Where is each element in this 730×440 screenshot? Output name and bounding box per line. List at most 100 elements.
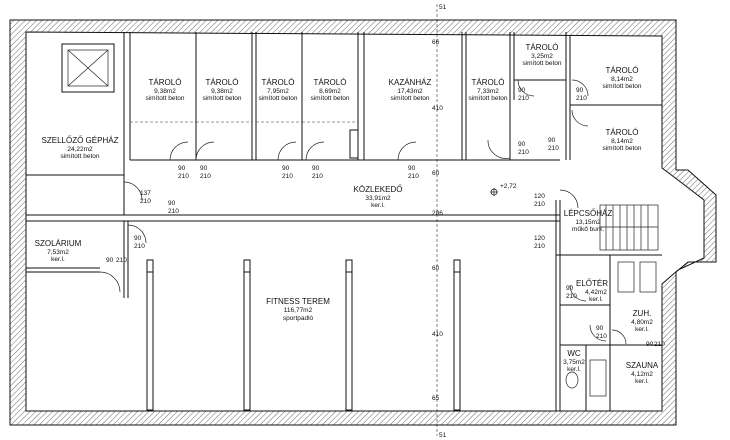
room-floor-kazanhaz: simított beton: [390, 95, 429, 102]
room-name-kazanhaz: KAZÁNHÁZ: [389, 78, 432, 87]
room-area-tarolo7: 8,14m2: [611, 76, 633, 83]
dimensions: 90 210 90 210 90 210 90 210 90 210 90 21…: [106, 39, 665, 402]
room-floor-szolarium: ker.l.: [51, 256, 65, 263]
dim-door-14-h: 210: [116, 257, 127, 264]
room-area-tarolo6: 3,25m2: [531, 53, 553, 60]
dim-door-15-h: 210: [134, 243, 145, 250]
dim-door-16-h: 210: [566, 293, 577, 300]
level-marker: +2,72: [490, 183, 517, 196]
dim-door-13-h: 210: [534, 243, 545, 250]
dim-door-4-h: 210: [312, 173, 323, 180]
room-name-wc: WC: [567, 349, 581, 358]
room-floor-tarolo7: simított beton: [602, 83, 641, 90]
room-floor-tarolo6: simított beton: [522, 60, 561, 67]
room-floor-wc: ker.l.: [567, 366, 581, 373]
room-name-kozlekedo: KÖZLEKEDŐ: [354, 185, 403, 194]
dim-door-6-w: 90: [518, 141, 526, 148]
dim-door-11-w: 90: [168, 200, 176, 207]
room-floor-szellozo: simított beton: [60, 153, 99, 160]
dim-vertical-66: 66: [432, 39, 440, 46]
section-top-label: 51: [439, 4, 447, 11]
room-area-tarolo8: 8,14m2: [611, 138, 633, 145]
room-name-fitness: FITNESS TEREM: [266, 297, 330, 306]
partitions: [26, 32, 662, 411]
room-area-wc: 3,75m2: [563, 359, 585, 366]
dim-door-9-w: 90: [548, 137, 556, 144]
room-labels: SZELLŐZŐ GÉPHÁZ 24,22m2 simított beton T…: [35, 43, 659, 385]
dim-door-10-h: 210: [140, 198, 151, 205]
dim-door-5-w: 90: [408, 165, 416, 172]
room-floor-tarolo1: simított beton: [145, 95, 184, 102]
dim-door-17-h: 210: [596, 333, 607, 340]
room-name-tarolo1: TÁROLÓ: [149, 78, 182, 87]
room-name-tarolo4: TÁROLÓ: [314, 78, 347, 87]
section-markers: 51 51: [436, 4, 447, 439]
room-floor-fitness: sportpadló: [283, 315, 314, 322]
dim-door-18-w: 90: [646, 341, 654, 348]
room-name-zuh: ZUH.: [633, 309, 652, 318]
room-name-lepcsohaz: LÉPCSŐHÁZ: [564, 209, 613, 218]
room-floor-tarolo2: simított beton: [202, 95, 241, 102]
dim-door-9-h: 210: [548, 145, 559, 152]
room-area-lepcsohaz: 13,15m2: [575, 219, 601, 226]
dim-door-8-h: 210: [576, 95, 587, 102]
sanitary-fixtures: [565, 261, 657, 397]
dim-door-5-h: 210: [408, 173, 419, 180]
staircase: [599, 204, 659, 251]
room-name-tarolo5: TÁROLÓ: [472, 78, 505, 87]
dim-vertical-60-bottom: 60: [432, 265, 440, 272]
dim-door-12-h: 210: [534, 201, 545, 208]
dim-door-1-w: 90: [178, 165, 186, 172]
room-area-szauna: 4,12m2: [631, 371, 653, 378]
dim-door-12-w: 120: [534, 193, 545, 200]
dim-vertical-410-bottom: 410: [432, 331, 443, 338]
room-name-tarolo8: TÁROLÓ: [606, 128, 639, 137]
dim-vertical-65: 65: [432, 395, 440, 402]
dim-door-2-w: 90: [200, 165, 208, 172]
room-area-zuh: 4,80m2: [631, 319, 653, 326]
room-name-tarolo2: TÁROLÓ: [206, 78, 239, 87]
room-name-szauna: SZAUNA: [626, 361, 659, 370]
room-area-eloter: 4,42m2: [585, 289, 607, 296]
room-floor-szauna: ker.l.: [635, 378, 649, 385]
room-area-tarolo3: 7,95m2: [267, 88, 289, 95]
dim-door-8-w: 90: [576, 87, 584, 94]
room-name-eloter: ELŐTÉR: [576, 279, 608, 288]
door-swings: [99, 79, 627, 345]
room-name-szellozo: SZELLŐZŐ GÉPHÁZ: [42, 136, 119, 145]
exterior-walls: [9, 19, 717, 426]
room-floor-tarolo3: simított beton: [258, 95, 297, 102]
dim-door-3-h: 210: [282, 173, 293, 180]
room-floor-lepcsohaz: műkő burk.: [572, 226, 604, 233]
dim-door-16-w: 90: [566, 285, 574, 292]
dim-door-10-w: 137: [140, 190, 151, 197]
room-name-tarolo6: TÁROLÓ: [526, 43, 559, 52]
columns: [146, 129, 461, 411]
dim-vertical-60-top: 60: [432, 170, 440, 177]
room-name-tarolo3: TÁROLÓ: [262, 78, 295, 87]
room-floor-eloter: ker.l.: [589, 296, 603, 303]
dim-door-14-w: 90: [106, 257, 114, 264]
dim-door-1-h: 210: [178, 173, 189, 180]
room-area-tarolo1: 9,38m2: [154, 88, 176, 95]
room-area-tarolo5: 7,33m2: [477, 88, 499, 95]
dim-door-15-w: 90: [134, 235, 142, 242]
dim-door-13-w: 120: [534, 235, 545, 242]
dim-door-17-w: 90: [596, 325, 604, 332]
section-bottom-label: 51: [439, 432, 447, 439]
dim-vertical-410-top: 410: [432, 105, 443, 112]
room-name-tarolo7: TÁROLÓ: [606, 66, 639, 75]
dim-door-7-h: 210: [518, 95, 529, 102]
room-area-fitness: 116,77m2: [284, 307, 313, 314]
dim-door-4-w: 90: [312, 165, 320, 172]
room-floor-zuh: ker.l.: [635, 326, 649, 333]
room-area-szellozo: 24,22m2: [67, 146, 93, 153]
room-floor-kozlekedo: ker.l.: [371, 202, 385, 209]
room-floor-tarolo8: simított beton: [602, 145, 641, 152]
dim-door-6-h: 210: [518, 149, 529, 156]
dim-vertical-286: 286: [432, 210, 443, 217]
room-name-szolarium: SZOLÁRIUM: [35, 239, 82, 248]
level-value: +2,72: [500, 183, 517, 190]
dim-door-3-w: 90: [282, 165, 290, 172]
